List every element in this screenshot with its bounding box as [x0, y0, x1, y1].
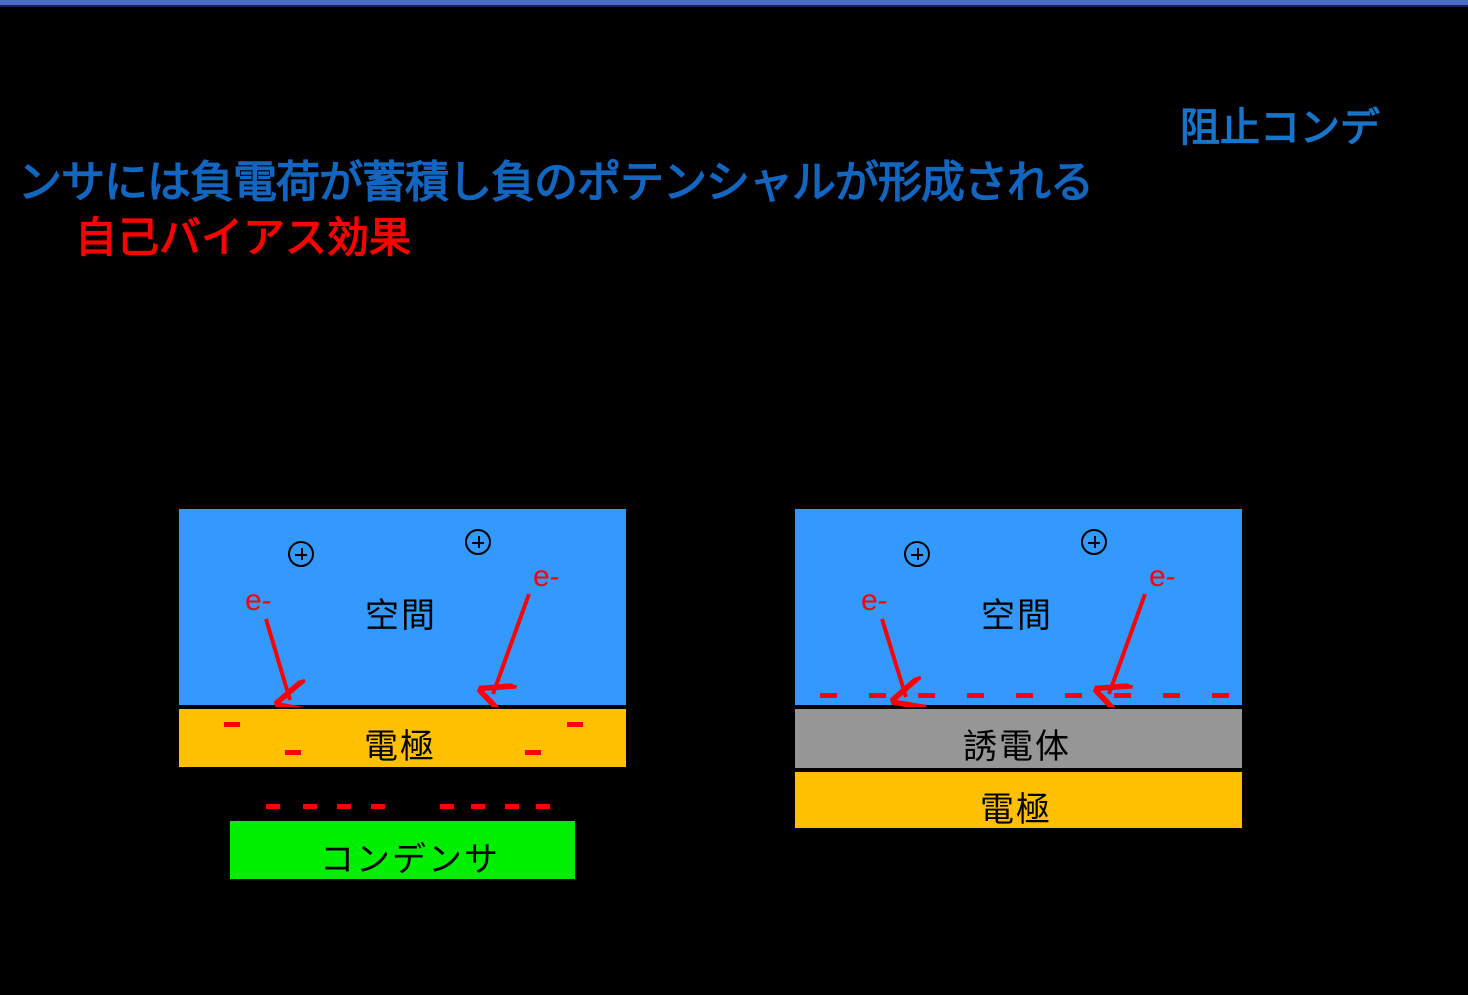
plus-ion-icon	[904, 541, 930, 567]
negative-charge	[303, 804, 317, 809]
electron-label: e-	[1149, 560, 1176, 593]
capacitor-label: コンデンサ	[320, 841, 500, 879]
plus-ion-icon	[288, 541, 314, 567]
left-space-layer	[177, 507, 628, 707]
electron-label: e-	[861, 584, 888, 617]
negative-charge	[285, 750, 301, 755]
negative-charge	[266, 804, 280, 809]
negative-charge	[567, 722, 583, 727]
right-electrode-label: 電極	[980, 791, 1052, 829]
negative-charge	[471, 804, 485, 809]
negative-charge	[337, 804, 351, 809]
negative-charge	[224, 722, 240, 727]
plus-ion-icon	[1081, 529, 1107, 555]
electron-label: e-	[533, 560, 560, 593]
headline-text: ンサには負電荷が蓄積し負のポテンシャルが形成される	[18, 158, 1094, 207]
self-bias-label: 自己バイアス効果	[75, 214, 412, 261]
dielectric-layer	[793, 707, 1244, 770]
left-electrode-label: 電極	[364, 728, 436, 766]
right-electrode-layer	[793, 770, 1244, 830]
negative-charge	[536, 804, 550, 809]
page-title-continuation: 阻止コンデ	[1180, 106, 1380, 150]
negative-charge	[525, 750, 541, 755]
right-space-layer	[793, 507, 1244, 707]
right-space-label: 空間	[981, 597, 1053, 635]
negative-charge	[371, 804, 385, 809]
left-space-label: 空間	[365, 597, 437, 635]
electron-label: e-	[245, 584, 272, 617]
top-accent-bar	[0, 0, 1468, 7]
negative-charge	[505, 804, 519, 809]
left-electrode-layer	[177, 707, 628, 769]
plus-ion-icon	[465, 529, 491, 555]
negative-charge	[440, 804, 454, 809]
surface-charge-dashed-line	[820, 693, 1238, 698]
dielectric-label: 誘電体	[963, 728, 1071, 766]
capacitor-box	[228, 819, 577, 881]
